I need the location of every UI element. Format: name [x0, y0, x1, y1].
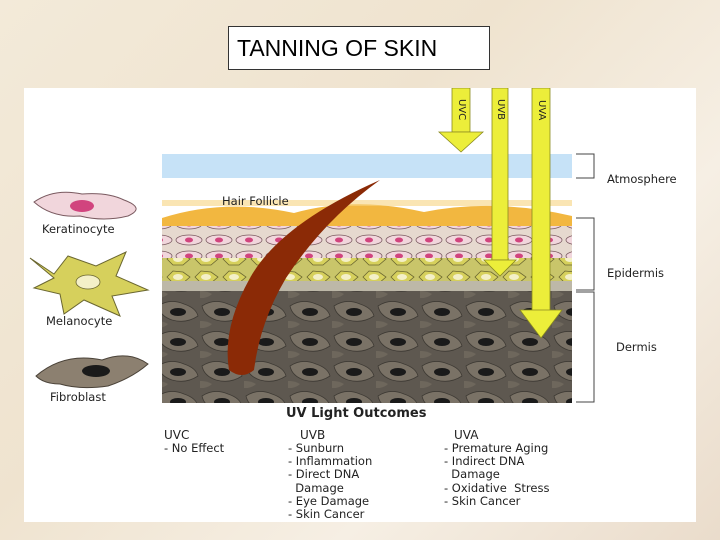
- uvc-outcome: UVC - No Effect: [164, 428, 224, 455]
- uvc-arrow: [437, 88, 485, 153]
- uvb-arrow: [483, 88, 517, 277]
- skin-diagram: [29, 88, 595, 403]
- uvb-outcome-list: - Sunburn - Inflammation - Direct DNA Da…: [288, 441, 373, 522]
- hair-follicle-label: Hair Follicle: [222, 194, 289, 208]
- diagram-panel: UVC UVB UVA Keratinocyte Melanocyte Fibr…: [24, 88, 696, 522]
- list-item: - Inflammation: [288, 454, 373, 469]
- atmosphere-bracket: [576, 153, 595, 179]
- fibroblast-icon: [35, 355, 149, 389]
- list-item: Damage: [288, 480, 344, 495]
- list-item: - Skin Cancer: [288, 507, 365, 522]
- uvb-label: UVB: [495, 99, 506, 121]
- skin-surface: [162, 204, 572, 228]
- list-item: - Skin Cancer: [444, 493, 521, 508]
- list-item: - Direct DNA: [288, 467, 360, 482]
- slide-title: TANNING OF SKIN: [228, 26, 490, 70]
- list-item: - Eye Damage: [288, 493, 370, 508]
- uva-label: UVA: [536, 99, 547, 121]
- uva-outcome-head: UVA: [454, 428, 479, 442]
- list-item: - Premature Aging: [444, 441, 549, 455]
- list-item: - Oxidative Stress: [444, 480, 550, 495]
- atmosphere-label: Atmosphere: [607, 172, 677, 186]
- melanocyte-icon: [29, 251, 150, 317]
- outcomes-heading: UV Light Outcomes: [286, 406, 427, 421]
- hair-follicle-shape: [227, 180, 380, 375]
- epidermis-label: Epidermis: [607, 266, 665, 280]
- uvc-outcome-head: UVC: [164, 428, 190, 442]
- keratinocyte-icon: [33, 191, 137, 220]
- uvc-label: UVC: [456, 99, 467, 121]
- uvc-outcome-list: - No Effect: [164, 441, 225, 455]
- slide-title-text: TANNING OF SKIN: [237, 34, 438, 61]
- keratinocyte-layer: [162, 226, 572, 260]
- uva-outcome: UVA - Premature Aging - Indirect DNA Dam…: [444, 428, 549, 508]
- list-item: - Sunburn: [288, 441, 345, 455]
- fibroblast-label: Fibroblast: [50, 390, 106, 404]
- dermis-bracket: [576, 291, 595, 403]
- epidermis-bracket: [576, 217, 595, 291]
- uvb-outcome: UVB - Sunburn - Inflammation - Direct DN…: [288, 428, 372, 521]
- list-item: - No Effect: [164, 441, 225, 455]
- melanocyte-label: Melanocyte: [46, 314, 113, 328]
- uva-arrow: [519, 88, 563, 339]
- list-item: Damage: [444, 467, 500, 482]
- dermis-layer: [162, 291, 572, 403]
- dermis-label: Dermis: [616, 340, 657, 354]
- list-item: - Indirect DNA: [444, 454, 525, 469]
- atmosphere-band: [162, 154, 572, 178]
- uva-outcome-list: - Premature Aging - Indirect DNA Damage …: [444, 441, 550, 508]
- keratinocyte-label: Keratinocyte: [42, 222, 115, 236]
- uvb-outcome-head: UVB: [300, 428, 326, 442]
